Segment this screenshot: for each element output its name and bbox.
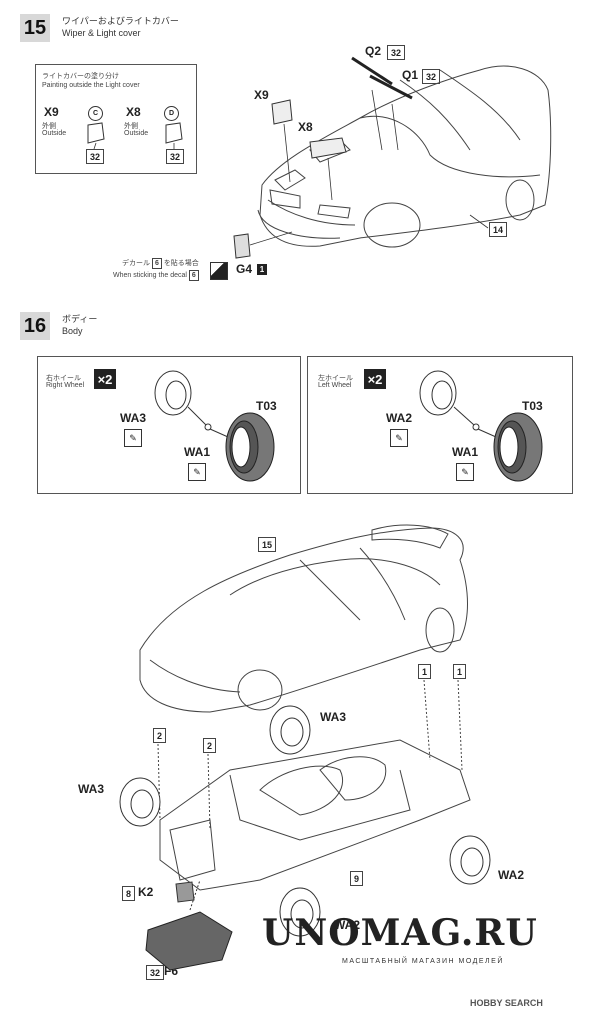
paint-part-x9: X9	[44, 105, 59, 119]
decal-note-en: When sticking the decal 6	[113, 270, 199, 281]
right-wheel-drawing	[154, 370, 275, 482]
ref-step-9: 9	[350, 871, 364, 886]
step-16-title-jp: ボディー	[62, 314, 98, 324]
right-wheel-title-en: Right Wheel	[46, 382, 85, 389]
paint-side-en-2: Outside	[124, 130, 149, 137]
label-k2: K2	[138, 885, 154, 899]
paint-letter-c: C	[88, 106, 103, 121]
label-g4-num: 1	[257, 264, 267, 275]
left-wheel-mult: ×2	[364, 369, 386, 389]
label-q1-color: 32	[422, 69, 441, 84]
left-wheel-title-en: Left Wheel	[318, 382, 352, 389]
label-x8: X8	[298, 120, 313, 134]
label-k2-color: 8	[122, 886, 136, 901]
step-16-title-en: Body	[62, 326, 83, 336]
paint-color-32-2: 32	[166, 149, 185, 164]
paint-box-title-jp: ライトカバーの塗り分け	[42, 73, 119, 80]
glue-icon-4: ✎	[456, 463, 474, 481]
glue-icon-2: ✎	[188, 463, 206, 481]
ref-part-1a: 1	[418, 664, 432, 679]
decal-note-jp-text: デカール	[122, 260, 150, 267]
paint-side-jp-2: 外側	[124, 123, 138, 130]
right-wheel-wa1: WA1	[184, 445, 211, 459]
watermark-brand: UNOMAG.RU	[262, 912, 538, 954]
watermark-credit: HOBBY SEARCH	[470, 998, 543, 1008]
ref-part-2b: 2	[203, 738, 217, 753]
step-16-number: 16	[20, 312, 50, 340]
left-wheel-wa1: WA1	[452, 445, 479, 459]
step-15-number: 15	[20, 14, 50, 42]
label-wa3-left: WA3	[78, 782, 105, 796]
paint-box-title-en: Painting outside the Light cover	[42, 82, 140, 89]
paint-color-32: 32	[86, 149, 105, 164]
label-q2: Q2	[365, 44, 382, 58]
ref-part-2a: 2	[153, 728, 167, 743]
decal-icon	[210, 262, 228, 280]
paint-side-en: Outside	[42, 130, 67, 137]
decal-note-en-text: When sticking the decal	[113, 272, 187, 279]
watermark-sub: МАСШТАБНЫЙ МАГАЗИН МОДЕЛЕЙ	[342, 958, 504, 965]
glue-icon: ✎	[124, 429, 142, 447]
label-x9: X9	[254, 88, 269, 102]
decal-note-jp-num: 6	[151, 258, 162, 269]
left-wheel-wa2: WA2	[386, 411, 413, 425]
glue-icon-3: ✎	[390, 429, 408, 447]
decal-note-en-num: 6	[188, 270, 199, 281]
right-wheel-box: 右ホイール Right Wheel ×2 WA3 ✎ WA1 ✎ T03	[37, 356, 301, 494]
right-wheel-mult: ×2	[94, 369, 116, 389]
label-q1: Q1	[402, 68, 419, 82]
paint-letter-d: D	[164, 106, 179, 121]
left-wheel-title-jp: 左ホイール	[318, 375, 353, 382]
step-15-title-en: Wiper & Light cover	[62, 28, 141, 38]
right-wheel-tire: T03	[256, 399, 277, 413]
label-g4: G4	[236, 262, 253, 276]
decal-note-jp: デカール 6 を貼る場合	[122, 258, 199, 269]
label-wa2-bottom: WA2	[334, 918, 361, 932]
light-cover-paint-box: ライトカバーの塗り分け Painting outside the Light c…	[35, 64, 197, 174]
light-cover-sketches	[87, 122, 183, 150]
right-wheel-title-jp: 右ホイール	[46, 375, 81, 382]
label-q2-color: 32	[387, 45, 406, 60]
label-wa2-right: WA2	[498, 868, 525, 882]
label-wa3-top: WA3	[320, 710, 347, 724]
left-wheel-tire: T03	[522, 399, 543, 413]
left-wheel-drawing	[419, 370, 543, 482]
step-15-car-drawing	[233, 56, 552, 259]
label-f6: F6	[164, 964, 179, 978]
right-wheel-wa3: WA3	[120, 411, 147, 425]
label-f6-color: 32	[146, 965, 165, 980]
ref-part-1b: 1	[453, 664, 467, 679]
step-15-title-jp: ワイパーおよびライトカバー	[62, 16, 179, 26]
paint-part-x8: X8	[126, 105, 141, 119]
ref-step-15: 15	[258, 537, 277, 552]
paint-side-jp: 外側	[42, 123, 56, 130]
left-wheel-box: 左ホイール Left Wheel ×2 WA2 ✎ WA1 ✎ T03	[307, 356, 573, 494]
ref-step-14: 14	[489, 222, 508, 237]
decal-note-jp-suffix: を貼る場合	[163, 260, 199, 267]
